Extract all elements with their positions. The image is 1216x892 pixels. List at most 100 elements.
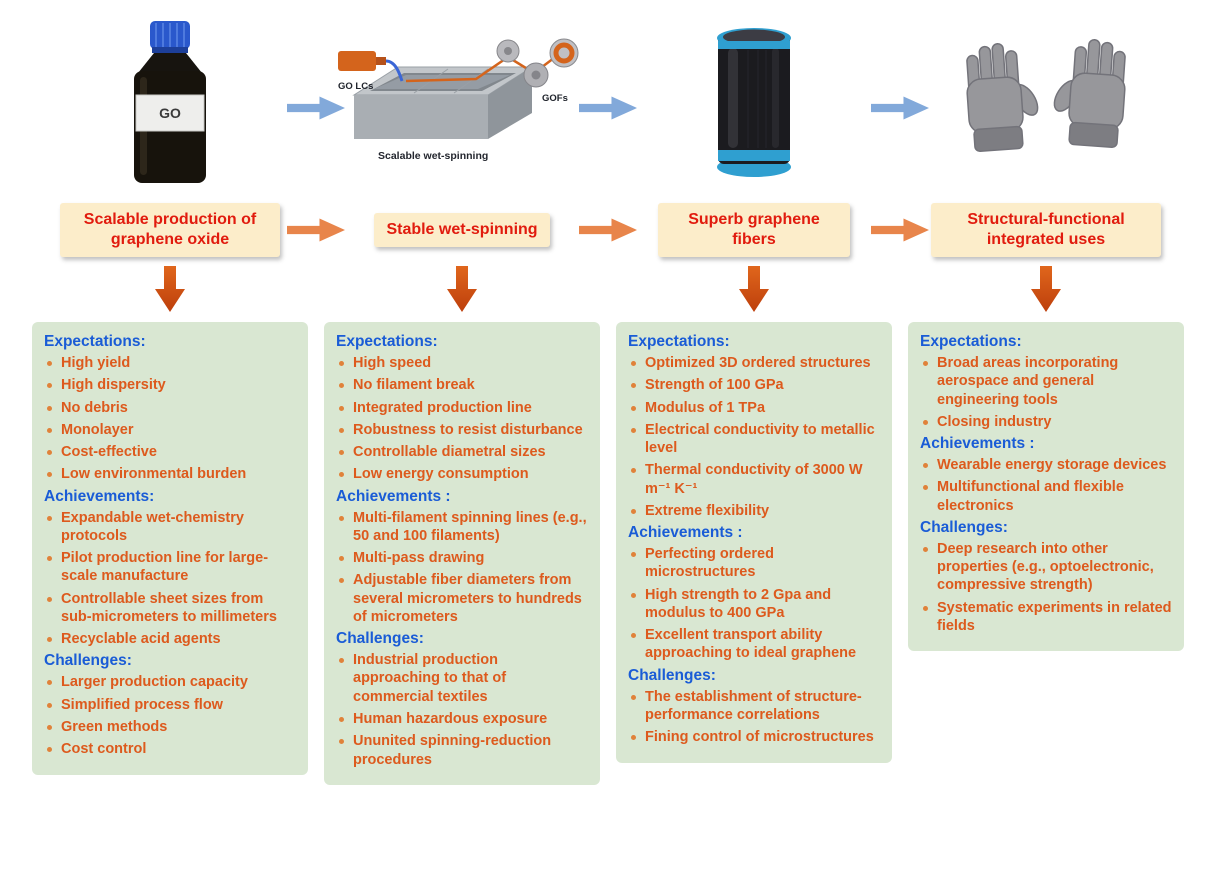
- stage-header-go: Scalable production of graphene oxide: [60, 203, 280, 257]
- list-item: Multi-filament spinning lines (e.g., 50 …: [336, 509, 588, 546]
- section-item-list: Multi-filament spinning lines (e.g., 50 …: [336, 509, 588, 627]
- stage-header-wet-spinning: Stable wet-spinning: [374, 213, 550, 247]
- list-item: Pilot production line for large-scale ma…: [44, 549, 296, 586]
- list-item: Green methods: [44, 718, 296, 736]
- apparatus-label-go-lcs: GO LCs: [338, 81, 373, 92]
- section-title: Challenges:: [336, 630, 424, 648]
- gloves-illustration: [966, 38, 1126, 152]
- section-title: Achievements :: [920, 435, 1035, 453]
- down-arrow-icon: [739, 266, 769, 312]
- list-item: Larger production capacity: [44, 673, 296, 691]
- list-item: Perfecting ordered microstructures: [628, 545, 880, 582]
- bottle-label: GO: [159, 105, 181, 121]
- list-item: Deep research into other properties (e.g…: [920, 540, 1172, 595]
- list-item: Cost-effective: [44, 443, 296, 461]
- list-item: The establishment of structure-performan…: [628, 688, 880, 725]
- wet-spinning-illustration: GO LCs GOFs Scalable wet-spinning: [338, 38, 579, 162]
- section-title: Achievements :: [628, 524, 743, 542]
- list-item: Integrated production line: [336, 399, 588, 417]
- header-row: Superb graphene fibers: [616, 200, 892, 260]
- column-integrated-uses: Structural-functional integrated uses Ex…: [908, 8, 1184, 785]
- column-graphene-oxide: GO Scalable production of graphene oxide…: [32, 8, 308, 785]
- list-item: High speed: [336, 354, 588, 372]
- section-title: Challenges:: [920, 518, 1008, 536]
- list-item: Human hazardous exposure: [336, 710, 588, 728]
- column-wet-spinning: GO LCs GOFs Scalable wet-spinning Stable…: [324, 8, 600, 785]
- list-item: Extreme flexibility: [628, 502, 880, 520]
- down-arrow-icon: [1031, 266, 1061, 312]
- list-item: High strength to 2 Gpa and modulus to 40…: [628, 586, 880, 623]
- list-item: Ununited spinning-reduction procedures: [336, 732, 588, 769]
- list-item: Expandable wet-chemistry protocols: [44, 509, 296, 546]
- header-row: Scalable production of graphene oxide: [32, 200, 308, 260]
- list-item: Broad areas incorporating aerospace and …: [920, 354, 1172, 409]
- section-title: Challenges:: [628, 666, 716, 684]
- section-title: Expectations:: [920, 333, 1022, 350]
- list-item: Recyclable acid agents: [44, 630, 296, 648]
- list-item: Closing industry: [920, 413, 1172, 431]
- down-arrow-icon: [155, 266, 185, 312]
- details-box-uses: Expectations: Broad areas incorporating a…: [908, 322, 1184, 652]
- section-title: Expectations:: [628, 333, 730, 350]
- list-item: No debris: [44, 399, 296, 417]
- section-item-list: Broad areas incorporating aerospace and …: [920, 354, 1172, 431]
- list-item: Electrical conductivity to metallic leve…: [628, 421, 880, 458]
- section-title: Achievements:: [44, 487, 155, 505]
- section-item-list: Industrial production approaching to tha…: [336, 651, 588, 769]
- column-graphene-fibers: Superb graphene fibers Expectations: Opti…: [616, 8, 892, 785]
- list-item: Thermal conductivity of 3000 W m⁻¹ K⁻¹: [628, 461, 880, 498]
- details-box-fibers: Expectations: Optimized 3D ordered struct…: [616, 322, 892, 763]
- list-item: Low environmental burden: [44, 465, 296, 483]
- graphene-fiber-spool-image: [616, 8, 892, 200]
- list-item: Multi-pass drawing: [336, 549, 588, 567]
- down-arrow-icon: [447, 266, 477, 312]
- section-title: Achievements :: [336, 487, 451, 505]
- go-bottle-illustration: GO: [134, 21, 206, 183]
- columns-container: GO Scalable production of graphene oxide…: [32, 8, 1184, 785]
- list-item: Controllable sheet sizes from sub-microm…: [44, 590, 296, 627]
- list-item: Industrial production approaching to tha…: [336, 651, 588, 706]
- apparatus-label-gofs: GOFs: [542, 93, 568, 104]
- gloves-image: [908, 8, 1184, 200]
- list-item: High yield: [44, 354, 296, 372]
- list-item: Modulus of 1 TPa: [628, 399, 880, 417]
- fiber-spool-illustration: [717, 28, 791, 177]
- header-row: Structural-functional integrated uses: [908, 200, 1184, 260]
- list-item: High dispersity: [44, 376, 296, 394]
- list-item: Systematic experiments in related fields: [920, 599, 1172, 636]
- list-item: Controllable diametral sizes: [336, 443, 588, 461]
- header-row: Stable wet-spinning: [324, 200, 600, 260]
- stage-header-fibers: Superb graphene fibers: [658, 203, 850, 257]
- go-bottle-image: GO: [32, 8, 308, 200]
- list-item: Fining control of microstructures: [628, 728, 880, 746]
- list-item: No filament break: [336, 376, 588, 394]
- section-title: Expectations:: [44, 333, 146, 350]
- list-item: Strength of 100 GPa: [628, 376, 880, 394]
- wet-spinning-apparatus-image: GO LCs GOFs Scalable wet-spinning: [324, 8, 600, 200]
- list-item: Optimized 3D ordered structures: [628, 354, 880, 372]
- list-item: Wearable energy storage devices: [920, 456, 1172, 474]
- list-item: Simplified process flow: [44, 696, 296, 714]
- list-item: Robustness to resist disturbance: [336, 421, 588, 439]
- section-item-list: The establishment of structure-performan…: [628, 688, 880, 747]
- apparatus-caption: Scalable wet-spinning: [378, 150, 488, 162]
- list-item: Monolayer: [44, 421, 296, 439]
- list-item: Cost control: [44, 740, 296, 758]
- section-item-list: Deep research into other properties (e.g…: [920, 540, 1172, 635]
- list-item: Low energy consumption: [336, 465, 588, 483]
- section-title: Expectations:: [336, 333, 438, 350]
- list-item: Adjustable fiber diameters from several …: [336, 571, 588, 626]
- list-item: Excellent transport ability approaching …: [628, 626, 880, 663]
- stage-header-uses: Structural-functional integrated uses: [931, 203, 1161, 257]
- details-box-wet-spinning: Expectations: High speed No filament break…: [324, 322, 600, 785]
- section-title: Challenges:: [44, 652, 132, 670]
